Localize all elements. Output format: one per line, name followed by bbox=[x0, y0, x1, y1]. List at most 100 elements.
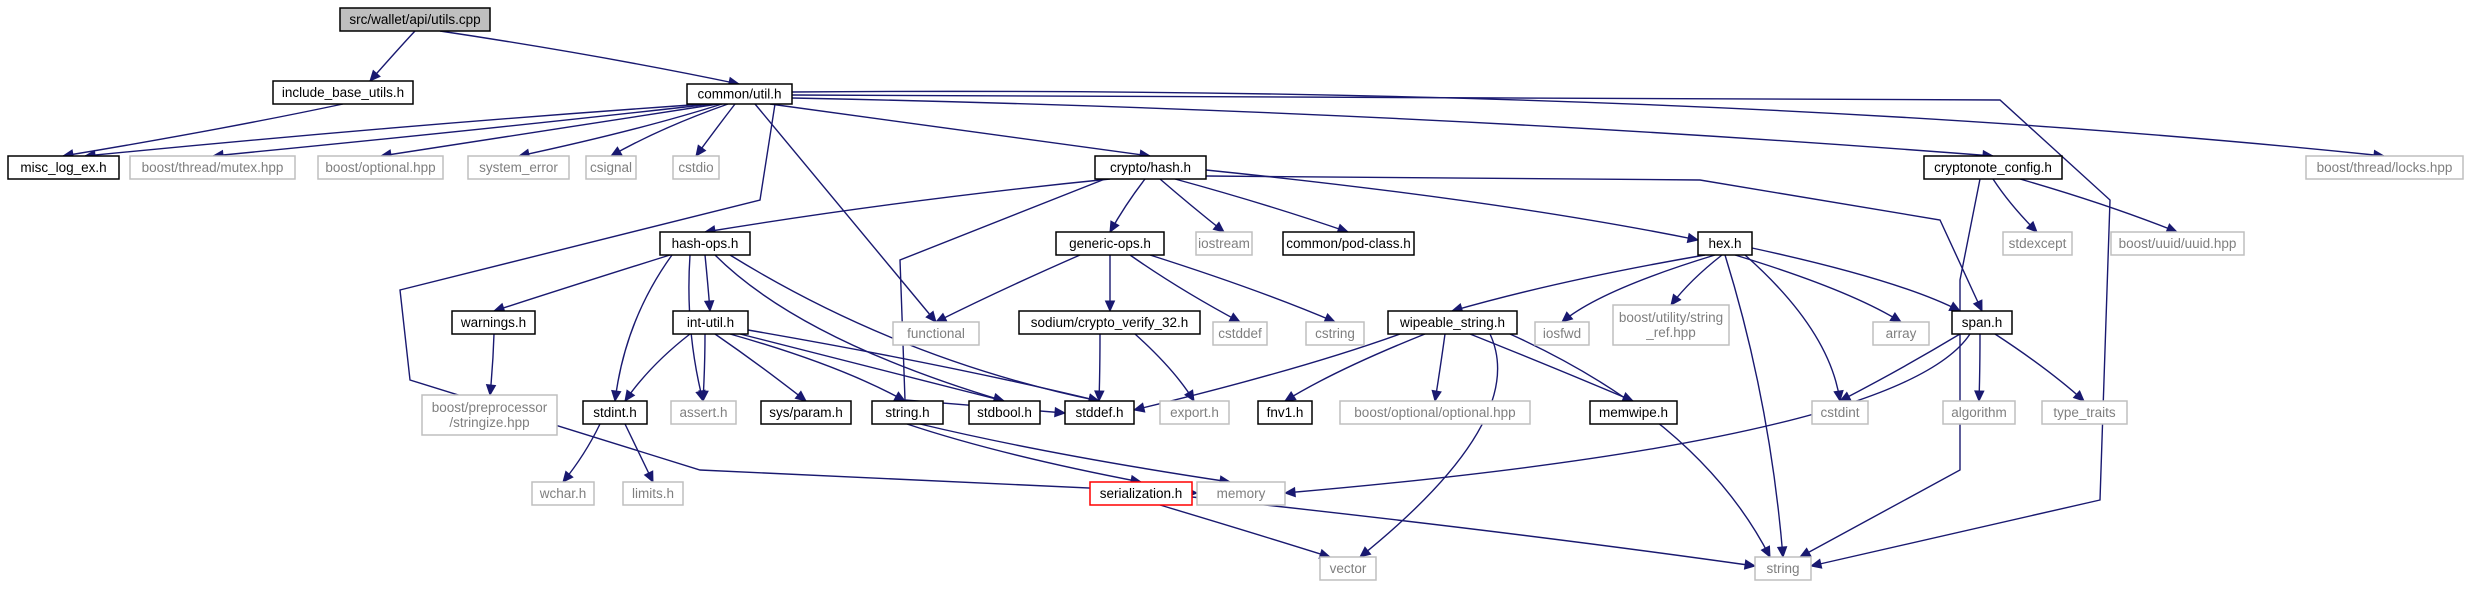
arrowhead bbox=[1972, 299, 1983, 313]
node-box bbox=[670, 400, 737, 425]
node-box bbox=[1064, 400, 1135, 425]
arrowhead bbox=[1760, 545, 1771, 559]
node-box bbox=[1195, 231, 1253, 256]
arrowhead bbox=[1743, 559, 1757, 570]
node-label: warnings.h bbox=[460, 315, 526, 330]
node-boost-uuid: boost/uuid/uuid.hpp bbox=[2110, 231, 2245, 256]
node-box bbox=[1942, 400, 2016, 425]
edge-line bbox=[935, 254, 1081, 323]
node-label: stdbool.h bbox=[977, 405, 1032, 420]
edge-line bbox=[84, 103, 706, 157]
edge-cryptonote_config-to-boost_uuid bbox=[2019, 178, 2179, 233]
node-box bbox=[467, 155, 570, 180]
edge-line bbox=[614, 254, 673, 402]
node-box bbox=[1811, 400, 1869, 425]
node-wipeable-string[interactable]: wipeable_string.h bbox=[1387, 310, 1518, 335]
node-label: iostream bbox=[1198, 236, 1250, 251]
arrowhead bbox=[1798, 547, 1812, 558]
nodes-layer: src/wallet/api/utils.cpp include_base_uti… bbox=[7, 7, 2464, 581]
edge-line bbox=[791, 94, 2111, 567]
edge-line bbox=[714, 333, 807, 402]
edge-common_util-to-functional bbox=[754, 103, 937, 323]
node-serialization-h[interactable]: serialization.h bbox=[1089, 481, 1193, 506]
edge-wipeable_string-to-string bbox=[1509, 333, 1771, 559]
edge-line bbox=[747, 329, 1100, 402]
node-box bbox=[892, 321, 980, 346]
node-memwipe-h[interactable]: memwipe.h bbox=[1589, 400, 1678, 425]
node-crypto-hash[interactable]: crypto/hash.h bbox=[1094, 155, 1207, 180]
node-span-h[interactable]: span.h bbox=[1951, 310, 2013, 335]
edge-line bbox=[212, 103, 713, 157]
node-hex-h[interactable]: hex.h bbox=[1697, 231, 1753, 256]
node-string: string bbox=[1754, 556, 1812, 581]
edge-hex_h-to-cstdint bbox=[1744, 254, 1844, 403]
node-pod-class[interactable]: common/pod-class.h bbox=[1282, 231, 1415, 256]
node-box bbox=[1305, 321, 1365, 346]
node-label: stdint.h bbox=[593, 405, 637, 420]
edge-crypto_hash-to-hash_ops bbox=[703, 178, 1111, 236]
edge-crypto_hash-to-stddef_h bbox=[899, 178, 1106, 418]
node-utils-cpp[interactable]: src/wallet/api/utils.cpp bbox=[339, 7, 491, 32]
node-cstdint: cstdint bbox=[1811, 400, 1869, 425]
node-cryptonote-config[interactable]: cryptonote_config.h bbox=[1923, 155, 2063, 180]
node-functional: functional bbox=[892, 321, 980, 346]
node-label: boost/optional.hpp bbox=[325, 160, 435, 175]
node-label: iosfwd bbox=[1543, 326, 1581, 341]
arrowhead bbox=[1132, 402, 1146, 413]
node-label: crypto/hash.h bbox=[1110, 160, 1191, 175]
node-box bbox=[451, 310, 536, 335]
edge-common_util-to-cryptonote_config bbox=[791, 97, 1995, 161]
node-fnv1-h[interactable]: fnv1.h bbox=[1257, 400, 1313, 425]
node-label: sodium/crypto_verify_32.h bbox=[1031, 315, 1189, 330]
node-int-util[interactable]: int-util.h bbox=[672, 310, 749, 335]
node-box bbox=[871, 400, 944, 425]
node-label-line: _ref.hpp bbox=[1645, 325, 1696, 340]
node-label: cstddef bbox=[1218, 326, 1262, 341]
arrowhead bbox=[703, 300, 715, 313]
node-stdbool-h[interactable]: stdbool.h bbox=[968, 400, 1041, 425]
edge-line bbox=[1159, 178, 1225, 233]
node-sodium-verify[interactable]: sodium/crypto_verify_32.h bbox=[1018, 310, 1201, 335]
arrowhead bbox=[1094, 390, 1105, 403]
edge-line bbox=[899, 178, 1106, 414]
edge-hex_h-to-string bbox=[1724, 254, 1788, 559]
node-include-base-utils[interactable]: include_base_utils.h bbox=[272, 80, 414, 105]
edge-common_util-to-boost_thread_mutex bbox=[211, 103, 713, 161]
edge-common_util-to-string bbox=[791, 94, 2111, 569]
node-stddef-h[interactable]: stddef.h bbox=[1064, 400, 1135, 425]
node-label: fnv1.h bbox=[1267, 405, 1304, 420]
edge-crypto_hash-to-iostream bbox=[1159, 178, 1225, 233]
arrowhead bbox=[609, 146, 623, 157]
node-cstring: cstring bbox=[1305, 321, 1365, 346]
node-label: wipeable_string.h bbox=[1399, 315, 1505, 330]
edge-line bbox=[1451, 254, 1706, 312]
node-warnings-h[interactable]: warnings.h bbox=[451, 310, 536, 335]
node-common-util[interactable]: common/util.h bbox=[686, 83, 793, 105]
node-box bbox=[7, 155, 120, 180]
node-generic-ops[interactable]: generic-ops.h bbox=[1055, 231, 1165, 256]
node-misc-log-ex[interactable]: misc_log_ex.h bbox=[7, 155, 120, 180]
node-hash-ops[interactable]: hash-ops.h bbox=[659, 231, 751, 256]
node-label: serialization.h bbox=[1100, 486, 1183, 501]
edge-line bbox=[791, 97, 1994, 157]
node-sys-param[interactable]: sys/param.h bbox=[760, 400, 852, 425]
node-box bbox=[1212, 321, 1268, 346]
node-label: hex.h bbox=[1708, 236, 1741, 251]
node-label: memwipe.h bbox=[1599, 405, 1668, 420]
node-label: common/util.h bbox=[697, 87, 781, 102]
node-label: src/wallet/api/utils.cpp bbox=[349, 12, 480, 27]
edge-line bbox=[493, 254, 671, 312]
node-stdint-h[interactable]: stdint.h bbox=[582, 400, 648, 425]
edge-int_util-to-string_h bbox=[729, 333, 907, 402]
node-array: array bbox=[1872, 321, 1930, 346]
node-label: int-util.h bbox=[687, 315, 734, 330]
node-box bbox=[317, 155, 444, 180]
node-box bbox=[339, 7, 491, 32]
node-string-h[interactable]: string.h bbox=[871, 400, 944, 425]
node-label: vector bbox=[1330, 561, 1367, 576]
node-boost-pp-stringize: boost/preprocessor/stringize.hpp bbox=[421, 394, 558, 436]
edge-line bbox=[1734, 254, 1902, 323]
edge-line bbox=[791, 90, 2385, 157]
node-box bbox=[1257, 400, 1313, 425]
